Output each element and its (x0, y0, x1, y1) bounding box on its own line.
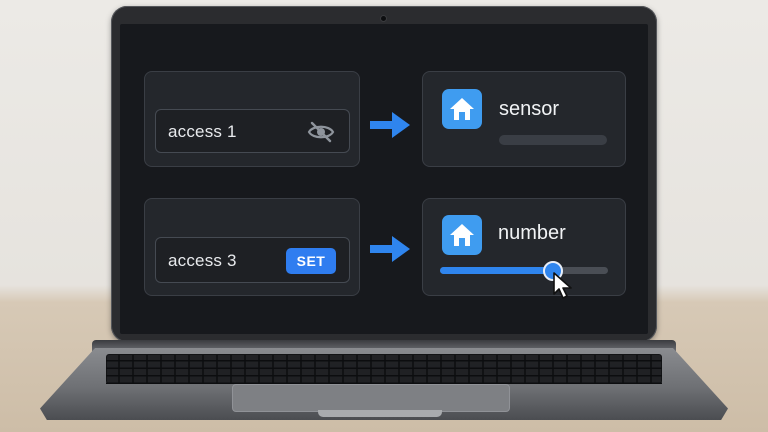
front-notch (318, 410, 442, 417)
home-icon (442, 215, 482, 255)
set-button[interactable]: SET (286, 248, 336, 274)
home-icon (442, 89, 482, 129)
screen: access 1 sensor (120, 24, 648, 334)
device-label-sensor: sensor (499, 98, 560, 120)
device-panel-sensor: sensor (422, 71, 626, 167)
arrow-right-icon (370, 234, 412, 269)
webcam (381, 16, 386, 21)
mouse-pointer-icon (552, 271, 574, 306)
device-panel-number: number (422, 198, 626, 299)
access-field-3[interactable]: access 3 SET (155, 237, 350, 283)
eye-off-icon[interactable] (307, 120, 335, 149)
keyboard-rows (106, 354, 662, 384)
trackpad (232, 384, 510, 412)
access-field-1[interactable]: access 1 (155, 109, 350, 153)
device-label-number: number (498, 222, 566, 244)
access-label-3: access 3 (168, 251, 237, 270)
number-slider-fill (440, 267, 553, 274)
access-label-1: access 1 (168, 122, 237, 141)
access-panel-3: access 3 SET (144, 198, 360, 296)
sensor-value-bar (499, 135, 607, 145)
access-panel-1: access 1 (144, 71, 360, 167)
arrow-right-icon (370, 110, 412, 145)
